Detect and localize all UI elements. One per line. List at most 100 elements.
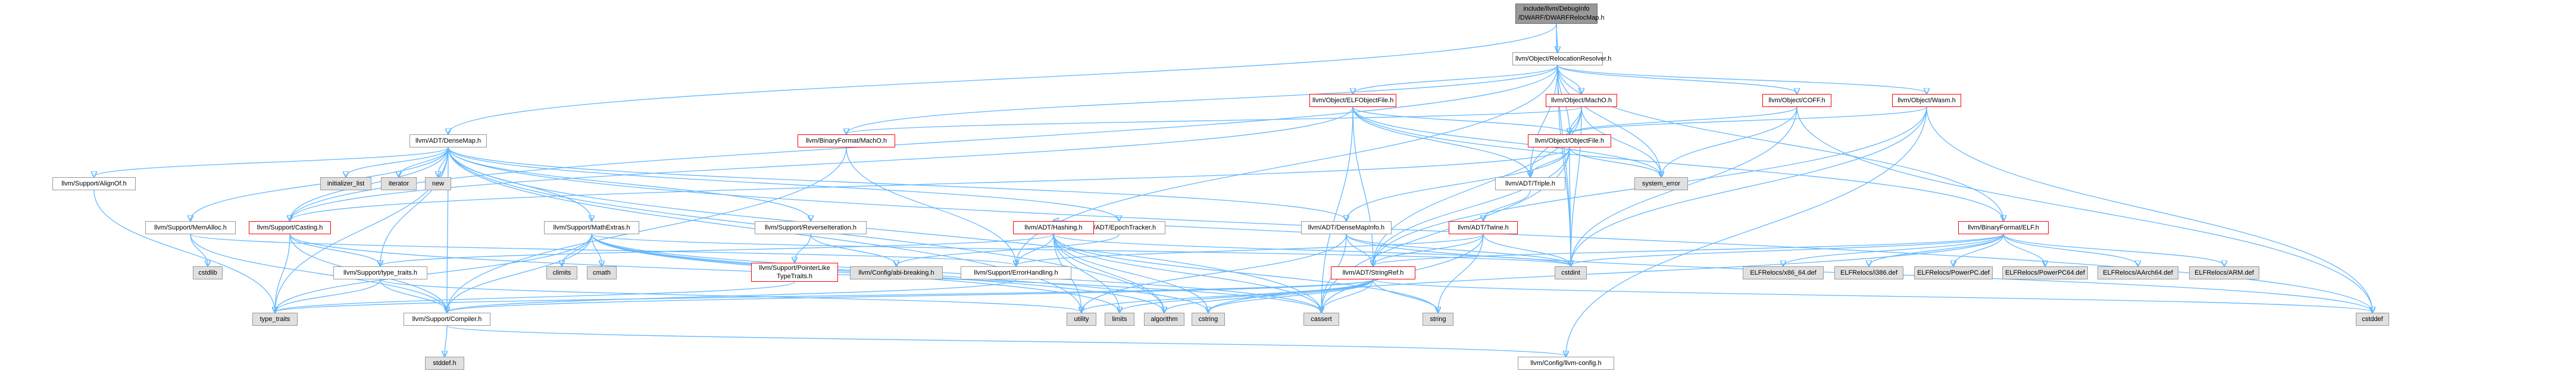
edge-object-file-node-to-casting-node xyxy=(290,147,1570,221)
edge-adt-hashing-node-main-to-type-traits-support-node xyxy=(380,234,1054,266)
edge-string-ref-node-to-cassert-node xyxy=(1321,279,1374,312)
abi-breaking-node[interactable]: llvm/Config/abi-breaking.h xyxy=(850,266,943,279)
edge-object-wasm-node-to-object-file-node xyxy=(1570,106,1927,134)
edge-string-ref-node-to-cstddef-node xyxy=(1373,279,2372,312)
edge-twine-node-to-cstdint-node xyxy=(1483,234,1571,266)
triple-node[interactable]: llvm/ADT/Triple.h xyxy=(1495,177,1565,190)
string-ref-node[interactable]: llvm/ADT/StringRef.h xyxy=(1331,266,1415,279)
edge-string-ref-node-to-type-traits-node xyxy=(275,279,1374,312)
edge-string-ref-node-to-limits-node xyxy=(1120,279,1374,312)
edge-mem-alloc-node-to-compiler-node xyxy=(190,234,447,312)
i386-def-node[interactable]: ELFRelocs/i386.def xyxy=(1834,266,1903,279)
iterator-node[interactable]: iterator xyxy=(381,177,417,190)
edge-adt-hashing-node-main-to-limits-node xyxy=(1053,234,1120,312)
dense-map-info-node[interactable]: llvm/ADT/DenseMapInfo.h xyxy=(1301,221,1392,234)
pointer-like-type-traits-node[interactable]: llvm/Support/PointerLike TypeTraits.h xyxy=(751,263,838,282)
edge-object-coff-node-to-cstddef-node xyxy=(1796,106,2372,312)
reverse-iteration-node[interactable]: llvm/Support/ReverseIteration.h xyxy=(755,221,867,234)
edge-object-file-node-to-string-ref-node xyxy=(1373,147,1570,266)
object-coff-node[interactable]: llvm/Object/COFF.h xyxy=(1762,94,1831,107)
edge-type-traits-support-node-to-utility-node xyxy=(380,279,1081,312)
edge-compiler-node-to-llvm-config-node xyxy=(446,325,1566,356)
limits-node[interactable]: limits xyxy=(1105,313,1134,326)
cstdint-node[interactable]: cstdint xyxy=(1555,266,1587,279)
cstring-node[interactable]: cstring xyxy=(1192,313,1225,326)
edge-binary-format-elf-node-to-cstdint-node xyxy=(1571,234,2004,266)
object-macho-node[interactable]: llvm/Object/MachO.h xyxy=(1546,94,1617,107)
edge-adt-hashing-node-main-to-cassert-node xyxy=(1053,234,1321,312)
edge-elf-object-file-node-to-cassert-node xyxy=(1321,106,1353,312)
adt-hashing-node-main[interactable]: llvm/ADT/Hashing.h xyxy=(1013,221,1094,234)
aarch64-def-node[interactable]: ELFRelocs/AArch64.def xyxy=(2097,266,2178,279)
cmath-node[interactable]: cmath xyxy=(587,266,617,279)
edge-relocation-resolver-node-to-binary-format-macho-node xyxy=(846,65,1558,134)
edge-string-ref-node-to-compiler-node xyxy=(447,279,1374,312)
math-extras-node[interactable]: llvm/Support/MathExtras.h xyxy=(544,221,639,234)
cstdlib-node[interactable]: cstdlib xyxy=(193,266,223,279)
edge-relocation-resolver-node-to-system-error-node xyxy=(1557,65,1661,177)
initializer-list-node[interactable]: initializer_list xyxy=(320,177,371,190)
new-node[interactable]: new xyxy=(425,177,451,190)
twine-node[interactable]: llvm/ADT/Twine.h xyxy=(1449,221,1518,234)
dense-map-node[interactable]: llvm/ADT/DenseMap.h xyxy=(409,134,487,147)
edge-pointer-like-type-traits-node-to-type-traits-node xyxy=(275,281,795,312)
edge-mem-alloc-node-to-error-handling-node xyxy=(190,234,1016,266)
arm-def-node[interactable]: ELFRelocs/ARM.def xyxy=(2189,266,2259,279)
powerpc-def-node[interactable]: ELFRelocs/PowerPC.def xyxy=(1914,266,1993,279)
binary-format-macho-node[interactable]: llvm/BinaryFormat/MachO.h xyxy=(798,134,895,147)
edge-adt-hashing-node-main-to-cstring-node xyxy=(1053,234,1208,312)
align-of-node[interactable]: llvm/Support/AlignOf.h xyxy=(52,177,136,190)
system-error-node[interactable]: system_error xyxy=(1634,177,1688,190)
type-traits-node[interactable]: type_traits xyxy=(252,313,298,326)
stddef-h-node[interactable]: stddef.h xyxy=(425,357,464,370)
edge-casting-node-to-type-traits-support-node xyxy=(289,234,380,266)
binary-format-elf-node[interactable]: llvm/BinaryFormat/ELF.h xyxy=(1958,221,2049,234)
edge-relocation-resolver-node-to-binary-format-elf-node xyxy=(1557,65,2003,221)
edge-math-extras-node-to-cstdint-node xyxy=(591,234,1571,266)
edge-elf-object-file-node-to-system-error-node xyxy=(1352,106,1661,177)
edge-type-traits-support-node-to-compiler-node xyxy=(380,279,447,312)
edge-twine-node-to-error-handling-node xyxy=(1016,234,1484,266)
elf-object-file-node[interactable]: llvm/Object/ELFObjectFile.h xyxy=(1309,94,1396,107)
error-handling-node[interactable]: llvm/Support/ErrorHandling.h xyxy=(961,266,1071,279)
edge-object-file-node-to-system-error-node xyxy=(1569,147,1661,177)
edge-object-macho-node-to-system-error-node xyxy=(1581,106,1661,177)
edge-dense-map-node-to-mem-alloc-node xyxy=(190,147,449,221)
edge-casting-node-to-type-traits-node xyxy=(275,234,290,312)
edge-elf-object-file-node-to-triple-node xyxy=(1352,106,1530,177)
edge-math-extras-node-to-compiler-node xyxy=(447,234,592,312)
algorithm-node[interactable]: algorithm xyxy=(1144,313,1184,326)
compiler-node[interactable]: llvm/Support/Compiler.h xyxy=(404,313,490,326)
edge-math-extras-node-to-cmath-node xyxy=(591,234,602,266)
climits-node[interactable]: climits xyxy=(546,266,577,279)
epoch-tracker-node[interactable]: llvm/ADT/EpochTracker.h xyxy=(1073,221,1165,234)
edge-string-ref-node-to-algorithm-node xyxy=(1164,279,1374,312)
edge-relocation-resolver-node-to-elf-object-file-node xyxy=(1353,65,1558,93)
edge-binary-format-elf-node-to-arm-def-node xyxy=(2003,234,2224,266)
cassert-node[interactable]: cassert xyxy=(1303,313,1339,326)
edge-dense-map-node-to-reverse-iteration-node xyxy=(448,147,811,221)
edge-adt-hashing-node-main-to-error-handling-node xyxy=(1016,234,1054,266)
x86-64-def-node[interactable]: ELFRelocs/x86_64.def xyxy=(1743,266,1824,279)
object-wasm-node[interactable]: llvm/Object/Wasm.h xyxy=(1892,94,1961,107)
string-node[interactable]: string xyxy=(1423,313,1453,326)
edge-object-wasm-node-to-cstddef-node xyxy=(1926,106,2372,312)
edge-adt-hashing-node-main-to-cstdint-node xyxy=(1053,234,1571,266)
type-traits-support-node[interactable]: llvm/Support/type_traits.h xyxy=(333,266,427,279)
edge-relocation-resolver-node-to-object-coff-node xyxy=(1557,65,1797,93)
edge-object-macho-node-to-binary-format-macho-node xyxy=(846,106,1582,134)
edge-dense-map-node-to-epoch-tracker-node xyxy=(448,147,1119,221)
casting-node[interactable]: llvm/Support/Casting.h xyxy=(249,221,331,234)
edge-adt-hashing-node-main-to-algorithm-node xyxy=(1053,234,1164,312)
edge-compiler-node-to-stddef-h-node xyxy=(445,325,447,356)
llvm-config-node[interactable]: llvm/Config/llvm-config.h xyxy=(1518,357,1614,370)
mem-alloc-node[interactable]: llvm/Support/MemAlloc.h xyxy=(145,221,236,234)
powerpc64-def-node[interactable]: ELFRelocs/PowerPC64.def xyxy=(2002,266,2088,279)
object-file-node[interactable]: llvm/Object/ObjectFile.h xyxy=(1528,134,1611,147)
edge-binary-format-elf-node-to-aarch64-def-node xyxy=(2003,234,2138,266)
cstddef-node[interactable]: cstddef xyxy=(2356,313,2389,326)
utility-node[interactable]: utility xyxy=(1067,313,1096,326)
relocation-resolver-node[interactable]: llvm/Object/RelocationResolver.h xyxy=(1512,52,1611,65)
edge-object-wasm-node-to-llvm-config-node xyxy=(1566,106,1927,356)
